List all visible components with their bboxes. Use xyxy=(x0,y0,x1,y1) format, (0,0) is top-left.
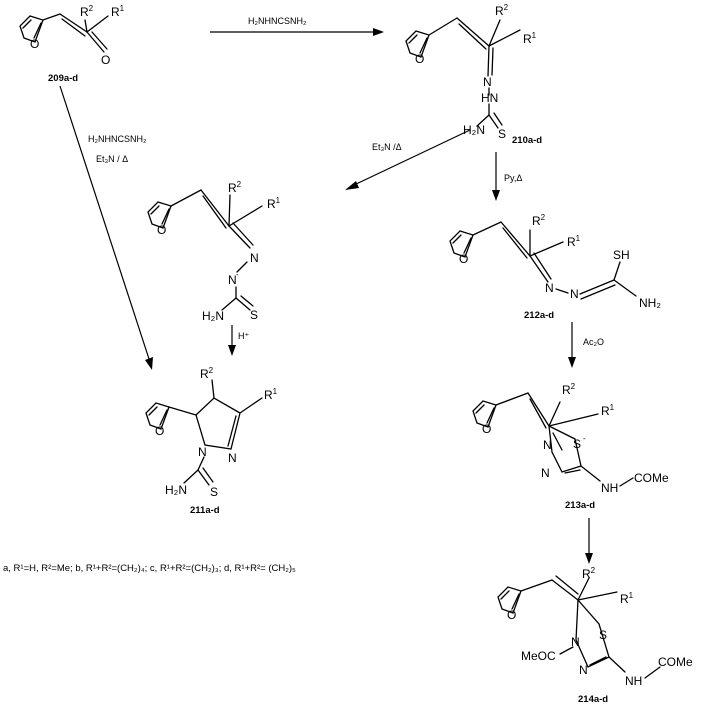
hydrazine-nh: HN xyxy=(481,91,498,105)
acetamido-nh: NH xyxy=(601,481,618,495)
r2-label: R2 xyxy=(562,382,576,397)
r2-label: R2 xyxy=(532,213,546,228)
furan-oxygen: O xyxy=(157,223,166,237)
r2-label: R2 xyxy=(582,566,596,581)
substituent-legend: a, R¹=H, R²=Me; b, R¹+R²=(CH₂)₄; c, R¹+R… xyxy=(3,563,296,574)
reagent-left-2: Et₃N / Δ xyxy=(96,154,128,164)
reagent-left-1: H₂NHNCSNH₂ xyxy=(88,134,147,144)
amino-group: H₂N xyxy=(202,309,224,323)
thione-sulfur: S xyxy=(250,308,258,322)
r1-label: R1 xyxy=(267,196,281,211)
r1-label: R1 xyxy=(111,4,125,19)
acetyl-group: COMe xyxy=(634,471,669,485)
acetamido-nh: NH xyxy=(625,674,642,688)
r1-label: R1 xyxy=(567,234,581,249)
ring-nitrogen-1: N xyxy=(198,445,207,459)
compound-id-211: 211a-d xyxy=(190,505,220,516)
ring-nitrogen-2: N xyxy=(579,663,588,677)
arrow-210-to-intermediate xyxy=(351,129,471,187)
compound-210: O R2 R1 N HN H₂N S 210a-d xyxy=(405,3,542,146)
thiadiazole-nitrogen-2: N xyxy=(541,466,550,480)
amino-group: H₂N xyxy=(463,123,485,137)
carbonyl-oxygen: O xyxy=(101,53,110,67)
arrow-209-to-211 xyxy=(59,85,151,363)
compound-id-209: 209a-d xyxy=(48,73,78,84)
r2-label: R2 xyxy=(228,180,242,195)
thiadiazole-nitrogen-1: N xyxy=(543,438,552,452)
r2-label: R2 xyxy=(200,366,214,381)
ring-sulfur: S xyxy=(599,628,607,642)
furan-ring xyxy=(19,15,44,43)
compound-id-214: 214a-d xyxy=(578,694,608,705)
acetyl-group-ring: MeOC xyxy=(521,649,556,663)
furan-oxygen: O xyxy=(415,52,424,66)
r2-label: R2 xyxy=(495,3,509,18)
compound-211: O R2 R1 N N H₂N S 211a-d xyxy=(145,366,278,516)
compound-id-210: 210a-d xyxy=(512,135,542,146)
r1-label: R1 xyxy=(601,403,615,418)
ring-sulfur: S xyxy=(573,437,581,451)
furan-oxygen: O xyxy=(507,608,516,622)
acetyl-group: COMe xyxy=(658,655,693,669)
thione-sulfur: S xyxy=(498,127,506,141)
imine-nitrogen: N xyxy=(250,251,259,265)
reagent-mid: Et₃N /Δ xyxy=(372,142,402,152)
amino-group: NH₂ xyxy=(639,296,661,310)
negative-charge: - xyxy=(236,270,239,279)
ring-nitrogen-2: N xyxy=(228,451,237,465)
thiol-group: SH xyxy=(613,248,630,262)
r1-label: R1 xyxy=(523,31,537,46)
furan-oxygen: O xyxy=(459,252,468,266)
reagent-hplus: H⁺ xyxy=(238,331,249,341)
furan-oxygen: O xyxy=(155,424,164,438)
compound-intermediate: O R2 R1 N N - H₂N S xyxy=(147,180,281,323)
compound-213: O R2 R1 N N S - NH COMe 213a-d xyxy=(472,382,669,511)
negative-charge: - xyxy=(583,434,586,443)
amino-group: H₂N xyxy=(165,483,187,497)
compound-id-213: 213a-d xyxy=(565,500,595,511)
compound-209: O R2 R1 O 209a-d xyxy=(19,4,125,84)
reagent-top: H₂NHNCSNH₂ xyxy=(248,16,307,26)
ring-nitrogen: N xyxy=(571,635,580,649)
anionic-nitrogen: N xyxy=(228,273,237,287)
reagent-py: Py,Δ xyxy=(504,173,522,183)
r1-label: R1 xyxy=(620,591,634,606)
azine-nitrogen: N xyxy=(570,287,579,301)
r1-label: R1 xyxy=(264,387,278,402)
compound-212: O R2 R1 N N SH NH₂ 212a-d xyxy=(449,213,661,321)
reagent-ac2o: Ac₂O xyxy=(583,337,604,347)
r2-label: R2 xyxy=(80,4,94,19)
imine-nitrogen: N xyxy=(545,281,554,295)
compound-214: O R2 R1 S N N MeOC NH COMe 214a-d xyxy=(497,566,693,705)
furan-oxygen: O xyxy=(482,422,491,436)
compound-id-212: 212a-d xyxy=(524,310,554,321)
furan-oxygen: O xyxy=(30,37,39,51)
thione-sulfur: S xyxy=(210,485,218,499)
imine-nitrogen: N xyxy=(483,75,492,89)
